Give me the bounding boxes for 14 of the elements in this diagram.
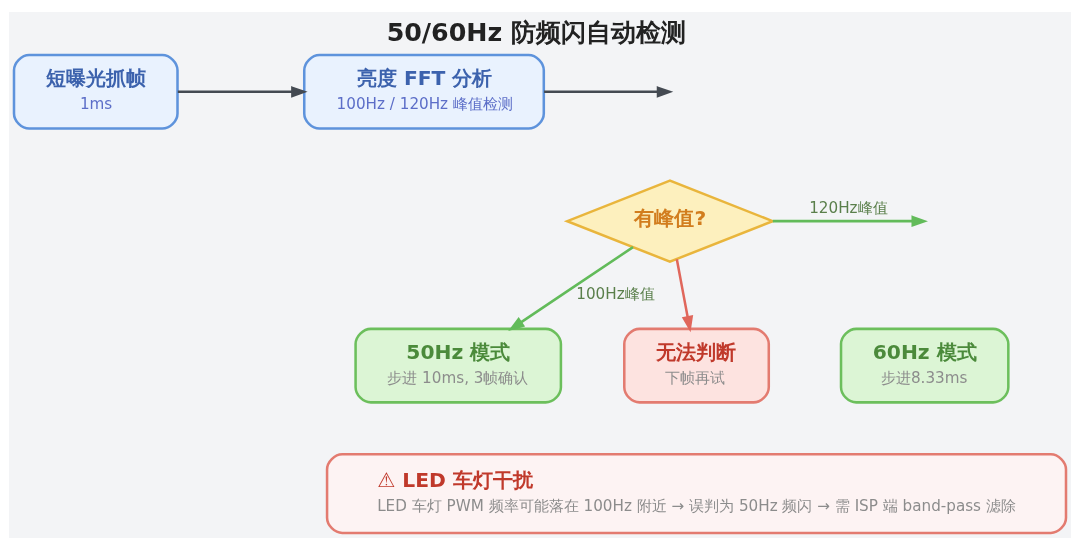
edge-label: 100Hz峰值: [576, 284, 655, 303]
node-box: 亮度 FFT 分析 100Hz / 120Hz 峰值检测: [303, 53, 546, 130]
arrow: [508, 245, 634, 331]
edge-label: 120Hz峰值: [809, 198, 888, 217]
arrow: [772, 214, 928, 227]
arrow: [675, 258, 694, 332]
diagram-title: 50/60Hz 防频闪自动检测: [386, 16, 687, 47]
node-box: ⚠ LED 车灯干扰 LED 车灯 PWM 频率可能落在 100Hz 附近 → 误判为 50Hz 频闪 → 需 ISP 端 band-pass 滤除: [325, 452, 1068, 534]
node-box: 短曝光抓帧 1ms: [12, 53, 179, 130]
node-box: 无法判断 下帧再试: [623, 327, 771, 404]
node-box: 60Hz 模式 步进8.33ms: [839, 327, 1010, 404]
node-box: 50Hz 模式 步进 10ms, 3帧确认: [354, 327, 563, 404]
arrow: [544, 85, 674, 98]
arrow: [177, 85, 308, 98]
